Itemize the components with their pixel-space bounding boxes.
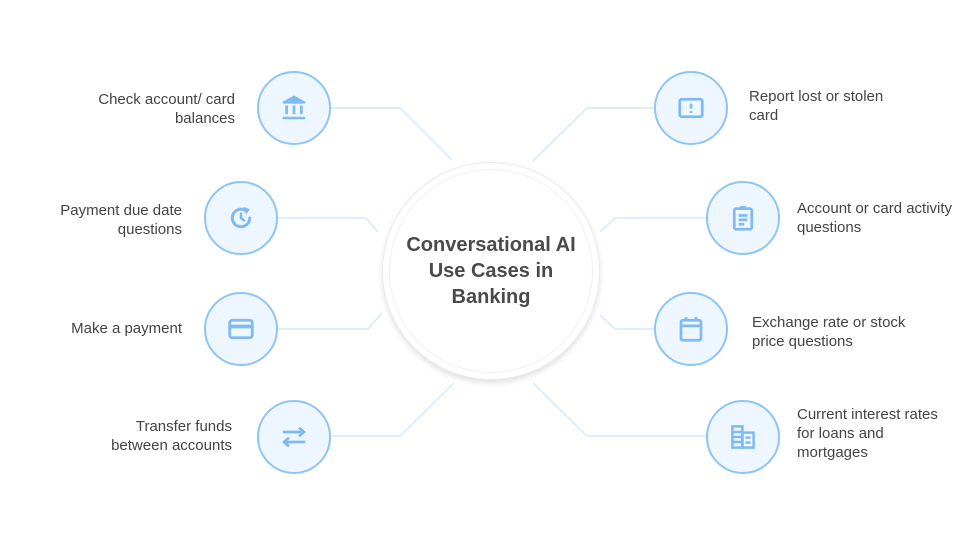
node-payment-due-date (204, 181, 278, 255)
clipboard-icon (732, 206, 754, 231)
label-make-payment: Make a payment (71, 320, 182, 337)
label-transfer-funds: Transfer funds between accounts (111, 418, 232, 454)
connector-right-2 (599, 217, 706, 233)
label-payment-due-date: Payment due date questions (60, 202, 182, 238)
node-account-activity (706, 181, 780, 255)
label-report-lost-card: Report lost or stolen card (749, 88, 884, 124)
transfer-arrows-icon (281, 426, 307, 448)
connector-right-4 (532, 382, 706, 437)
connector-left-4 (331, 382, 455, 437)
bank-icon (282, 95, 306, 120)
alert-card-icon (678, 97, 704, 119)
connector-right-1 (532, 107, 654, 162)
label-account-activity: Account or card activity questions (797, 200, 953, 236)
node-interest-rates (706, 400, 780, 474)
node-make-payment (204, 292, 278, 366)
connector-right-3 (599, 314, 654, 330)
central-topic-circle: Conversational AI Use Cases in Banking (382, 162, 600, 380)
node-exchange-rate (654, 292, 728, 366)
node-check-balances (257, 71, 331, 145)
label-interest-rates: Current interest rates for loans and mor… (797, 406, 938, 461)
calendar-icon (679, 317, 703, 342)
node-report-lost-card (654, 71, 728, 145)
diagram-title: Conversational AI Use Cases in Banking (406, 234, 576, 308)
connector-left-3 (278, 312, 383, 330)
buildings-icon (731, 425, 755, 449)
node-transfer-funds (257, 400, 331, 474)
label-check-balances: Check account/ card balances (98, 91, 235, 127)
credit-card-icon (228, 318, 254, 340)
clock-refresh-icon (230, 206, 252, 229)
connector-left-2 (278, 217, 379, 233)
connector-left-1 (331, 107, 453, 161)
label-exchange-rate: Exchange rate or stock price questions (752, 314, 906, 350)
